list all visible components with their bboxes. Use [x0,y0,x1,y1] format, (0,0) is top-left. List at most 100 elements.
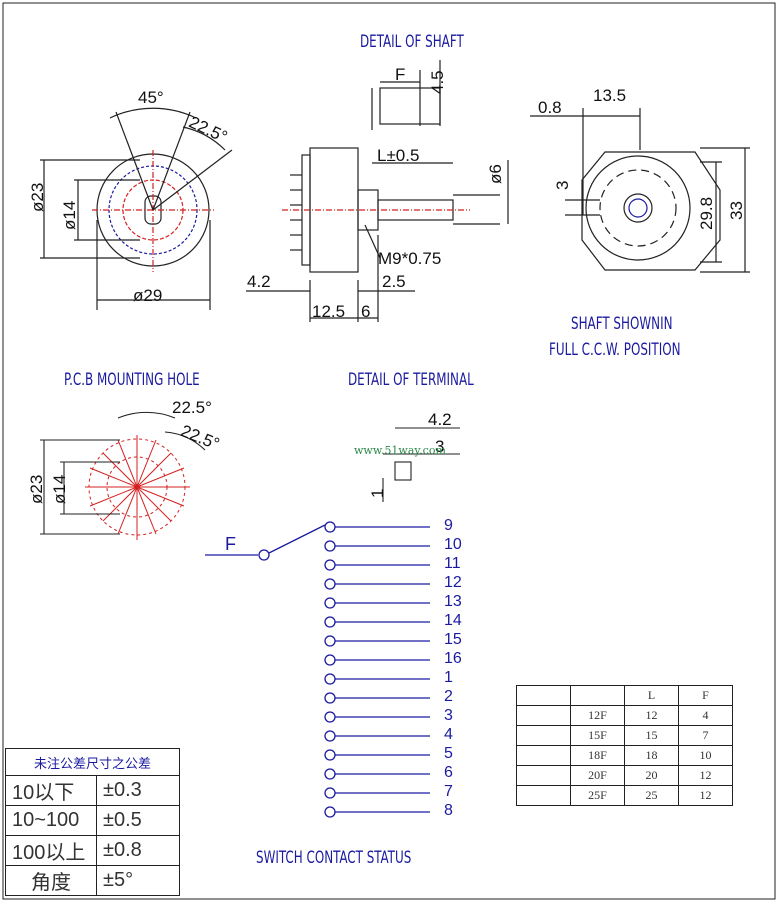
term-dim-1: 1 [368,488,387,498]
cell: 4 [678,705,733,726]
back-view [530,108,750,273]
switch-contact-terminal [324,578,336,590]
cell: 15F [570,725,625,746]
switch-contact-terminal [324,730,336,742]
pcb-dim-22-5-a: 22.5° [172,398,212,417]
cell: 12 [678,785,733,806]
title-detail-shaft: DETAIL OF SHAFT [360,32,464,52]
cell: 15 [624,725,679,746]
cell: 7 [678,725,733,746]
switch-contact-terminal [324,635,336,647]
pcb-dim-d14: ø14 [50,474,69,504]
dim-d23: ø23 [28,182,47,212]
side-view [246,147,509,322]
cell: 25 [624,785,679,806]
table-row: 100以上±0.8 [5,835,180,866]
table-row: 10~100±0.5 [5,805,180,836]
switch-position-label: 14 [444,612,462,629]
cell: 10 [678,745,733,766]
dim-4-2: 4.2 [247,272,271,291]
switch-contact-terminal [324,597,336,609]
term-dim-3: 3 [435,437,445,456]
switch-contact-terminal [324,692,336,704]
dim-33: 33 [727,201,746,220]
switch-position-label: 6 [444,764,453,781]
title-shaft-position: FULL C.C.W. POSITION [549,340,681,360]
switch-position-label: 8 [444,802,453,819]
switch-position-label: 15 [444,631,462,648]
title-shaft-shown: SHAFT SHOWNIN [571,314,673,334]
col-header [570,685,625,706]
dim-4-5: 4.5 [428,70,447,94]
switch-contact-terminal [324,711,336,723]
title-pcb-hole: P.C.B MOUNTING HOLE [64,370,200,390]
cell: 12F [570,705,625,726]
cell [516,785,571,806]
terminal-detail [382,427,460,502]
cell [516,705,571,726]
term-dim-4-2: 4.2 [428,410,452,429]
tol-range: 100以上 [5,835,97,866]
dim-29-8: 29.8 [697,196,716,230]
cell: 18 [624,745,679,766]
tol-value: ±5° [96,865,180,896]
dim-m9: M9*0.75 [378,249,442,268]
tol-value: ±0.3 [96,775,180,806]
switch-position-label: 4 [444,726,453,743]
cell: 18F [570,745,625,766]
shaft-detail [371,60,441,130]
dim-d14: ø14 [60,200,79,230]
table-row: 10以下±0.3 [5,775,180,806]
dim-d6: ø6 [486,164,505,184]
col-header: F [678,685,733,706]
switch-contact-terminal [324,654,336,666]
pcb-dim-d23: ø23 [27,474,46,504]
title-switch-status: SWITCH CONTACT STATUS [256,848,412,868]
tolerance-table: 未注公差尺寸之公差 10以下±0.3 10~100±0.5 100以上±0.8 … [5,748,180,896]
dim-3: 3 [553,180,572,190]
switch-position-label: 3 [444,707,453,724]
dim-2-5: 2.5 [382,272,406,291]
table-row: 角度±5° [5,865,180,896]
dim-d29: ø29 [133,286,163,305]
cell: 12 [624,705,679,726]
cell: 20F [570,765,625,786]
switch-contact-terminal [324,521,336,533]
col-header [516,685,571,706]
cell [516,745,571,766]
switch-position-label: 5 [444,745,453,762]
tol-value: ±0.5 [96,805,180,836]
switch-position-label: 2 [444,688,453,705]
switch-contact-terminal [324,749,336,761]
switch-diagram [205,521,430,818]
switch-position-label: 1 [444,669,453,686]
tol-range: 10以下 [5,775,97,806]
title-detail-terminal: DETAIL OF TERMINAL [348,370,474,390]
switch-position-label: 13 [444,593,462,610]
pcb-dims [40,411,206,535]
switch-contact-terminal [324,559,336,571]
dim-45deg: 45° [138,88,164,107]
dim-shaft-f: F [395,65,406,84]
pcb-hole-view [85,435,190,540]
switch-common-label: F [225,534,236,554]
switch-contact-terminal [324,616,336,628]
front-view [40,107,233,310]
cell: 20 [624,765,679,786]
tol-value: ±0.8 [96,835,180,866]
tol-range: 10~100 [5,805,97,836]
switch-contact-terminal [324,787,336,799]
tolerance-header: 未注公差尺寸之公差 [5,748,180,776]
dim-12-5: 12.5 [312,302,346,321]
watermark: www.51way.com [354,444,446,457]
table-header-row: L F [516,685,733,706]
cell [516,765,571,786]
cell: 25F [570,785,625,806]
switch-contact-terminal [324,806,336,818]
